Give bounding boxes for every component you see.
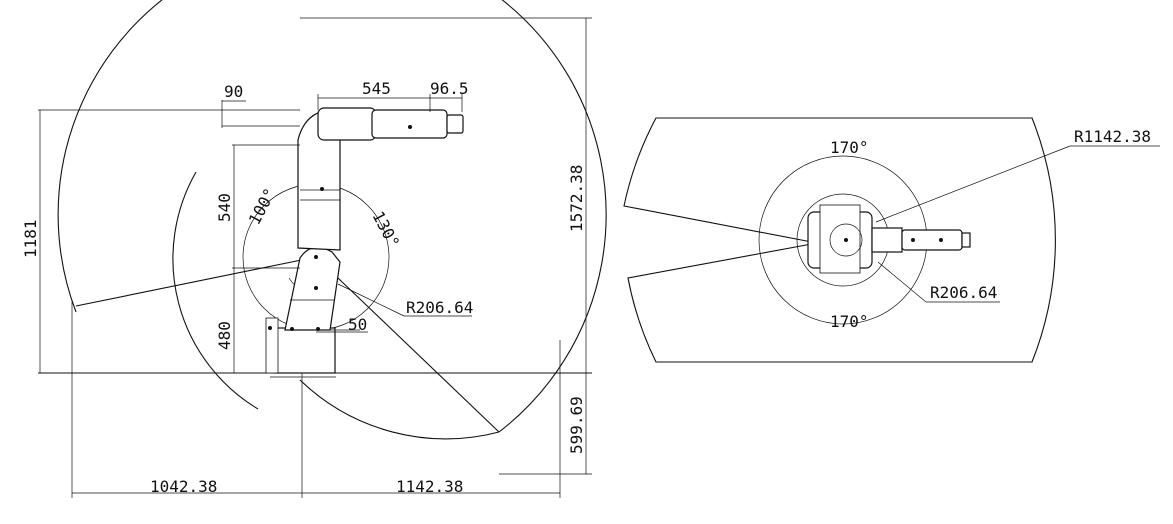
angle-100-label: 100° [245,185,280,228]
robot-forearm [317,107,377,141]
lower-pocket-envelope [299,379,500,440]
dim-599-69-label: 599.69 [567,396,586,454]
dim-480-label: 480 [215,321,234,350]
top-angle-170-bottom: 170° [830,312,869,331]
dim-50-label: 50 [348,315,367,334]
dim-90-label: 90 [224,82,243,101]
top-view: R1142.38 R206.64 170° 170° [623,117,1160,363]
top-angle-170-top: 170° [830,138,869,157]
dim-96-5-label: 96.5 [430,79,469,98]
dim-540-label: 540 [215,193,234,222]
rear-pocket-envelope [172,171,259,410]
radius-206-label: R206.64 [406,298,473,317]
envelope-front-limit-line [315,256,500,433]
robot-lower-arm [284,246,341,331]
robot-flange [446,114,464,134]
robot-base-plate [265,317,279,374]
robot-top-silhouette [807,204,971,274]
side-view: 1181 540 480 90 545 96.5 50 R206.64 100°… [21,0,607,498]
outer-reach-envelope [57,0,607,433]
robot-base [274,327,336,374]
top-radius-outer-label: R1142.38 [1074,127,1151,146]
top-outer-envelope [623,117,1056,363]
dim-1042-38-label: 1042.38 [150,477,217,496]
angle-130-label: 130° [368,208,403,251]
envelope-rear-limit-line [75,256,317,307]
dim-1572-38-label: 1572.38 [567,165,586,232]
top-radius-inner-label: R206.64 [930,283,997,302]
robot-wrist [371,109,448,139]
dim-1181-label: 1181 [21,219,40,258]
dim-1142-38-label: 1142.38 [396,477,463,496]
dim-545-label: 545 [362,79,391,98]
